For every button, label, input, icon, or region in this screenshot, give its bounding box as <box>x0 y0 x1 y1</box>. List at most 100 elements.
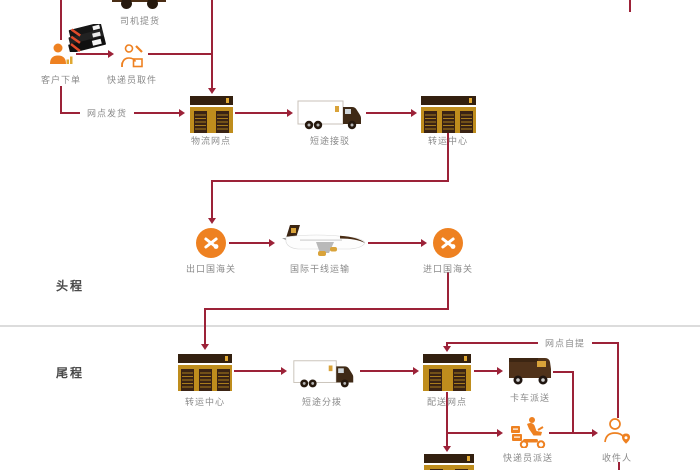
building-window <box>198 369 212 391</box>
arrowhead <box>281 367 287 375</box>
building-body <box>423 365 471 391</box>
flow-line <box>446 343 448 347</box>
stage-label: 收件人 <box>601 453 633 463</box>
truck-wheel <box>121 0 132 9</box>
flow-line <box>447 272 449 309</box>
flow-line <box>446 432 498 434</box>
driver-pickup-truck-icon <box>112 0 166 9</box>
customer-order-icon <box>48 42 74 73</box>
building-light <box>226 98 229 103</box>
building-roof <box>190 96 233 105</box>
section-label-first-leg: 头程 <box>55 279 85 293</box>
flow-line <box>474 370 498 372</box>
building-roof <box>424 454 474 463</box>
flow-line <box>204 308 206 345</box>
arrowhead <box>421 239 427 247</box>
stage-label: 快递员取件 <box>106 75 158 85</box>
building-window <box>180 369 194 391</box>
flow-line <box>235 112 288 114</box>
stage-label: 进口国海关 <box>422 264 474 274</box>
building-light <box>225 356 228 361</box>
building-roof <box>178 354 232 363</box>
building-body <box>178 365 232 391</box>
arrowhead <box>411 109 417 117</box>
flow-line <box>234 370 282 372</box>
cargo-plane-icon <box>278 222 366 267</box>
building-window <box>423 111 437 133</box>
building-light <box>464 356 467 361</box>
flow-line <box>204 308 449 310</box>
flow-line <box>446 392 448 447</box>
building-body <box>190 107 233 133</box>
bottom-building-icon <box>424 454 474 470</box>
transfer-center-dest-building-icon <box>178 354 232 391</box>
flow-line <box>211 180 449 182</box>
flow-line <box>572 371 574 434</box>
building-window <box>194 111 208 133</box>
arrowhead <box>287 109 293 117</box>
import-customs-icon <box>433 228 463 263</box>
arrowhead <box>208 218 216 224</box>
arrowhead <box>443 446 451 452</box>
arrowhead <box>179 109 185 117</box>
courier-delivery-scooter-icon <box>510 416 548 453</box>
building-window <box>460 111 474 133</box>
arrowhead <box>592 429 598 437</box>
flow-label: 网点自提 <box>537 336 593 350</box>
stage-label: 卡车派送 <box>509 393 551 403</box>
flow-label: 网点发货 <box>79 106 135 120</box>
arrowhead <box>443 346 451 352</box>
building-roof <box>423 354 471 363</box>
flow-line <box>229 242 270 244</box>
section-label-last-leg: 尾程 <box>55 366 85 380</box>
stage-label: 物流网点 <box>190 136 232 146</box>
stage-label: 客户下单 <box>40 75 82 85</box>
stage-label: 转运中心 <box>427 136 469 146</box>
flow-line <box>629 0 631 12</box>
truck-wheel <box>147 0 158 9</box>
stage-label: 配送网点 <box>426 397 468 407</box>
flow-line <box>446 342 618 344</box>
stage-label: 短途分拨 <box>301 397 343 407</box>
building-window <box>216 369 230 391</box>
arrowhead <box>497 429 503 437</box>
arrowhead <box>201 344 209 350</box>
arrowhead <box>108 50 114 58</box>
flow-line <box>211 0 213 89</box>
short-haul-shuttle-truck-icon <box>297 97 363 137</box>
building-window <box>441 111 455 133</box>
truck-delivery-van-icon <box>506 355 554 391</box>
section-divider <box>0 325 700 327</box>
flow-line <box>617 342 619 418</box>
building-window <box>215 111 229 133</box>
arrowhead <box>413 367 419 375</box>
express-envelopes-icon <box>64 22 110 57</box>
flow-line <box>148 53 212 55</box>
delivery-point-building-icon <box>423 354 471 391</box>
flow-line <box>553 371 574 373</box>
building-window <box>452 369 466 391</box>
export-customs-icon <box>196 228 226 263</box>
building-body <box>421 107 476 133</box>
flow-line <box>366 112 412 114</box>
arrowhead <box>269 239 275 247</box>
flow-line <box>360 370 414 372</box>
flow-line <box>76 53 109 55</box>
stage-label: 短途接驳 <box>309 136 351 146</box>
building-roof <box>421 96 476 105</box>
building-body <box>424 465 474 470</box>
flow-line <box>368 242 422 244</box>
building-light <box>467 456 470 461</box>
building-window <box>428 369 442 391</box>
short-haul-dispatch-truck-icon <box>291 357 357 395</box>
flow-line <box>60 0 62 40</box>
transfer-center-origin-building-icon <box>421 96 476 133</box>
stage-label: 出口国海关 <box>185 264 237 274</box>
flow-line <box>211 180 213 219</box>
flow-line <box>549 432 593 434</box>
courier-pickup-icon <box>118 42 146 75</box>
arrowhead <box>208 88 216 94</box>
building-light <box>469 98 472 103</box>
recipient-icon <box>602 416 632 451</box>
